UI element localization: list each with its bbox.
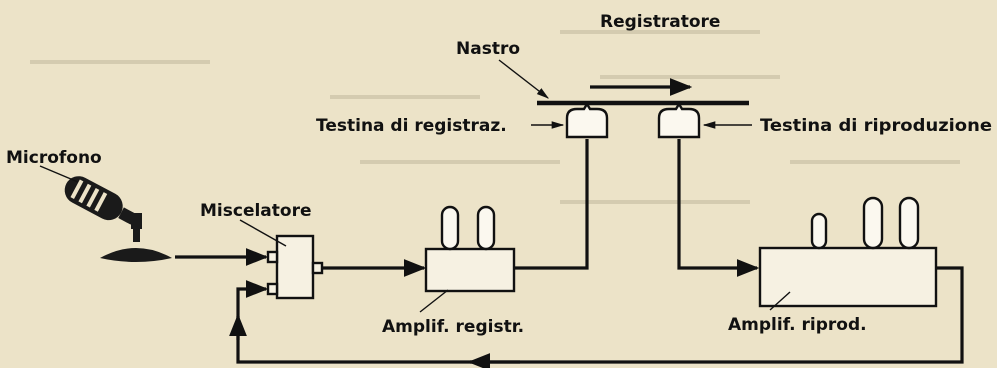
amplif-riprod-leader: [769, 291, 791, 311]
playback-amplifier-box: [758, 246, 938, 308]
playback-amp-tube-3: [898, 196, 920, 250]
label-miscelatore: Miscelatore: [200, 201, 312, 221]
wire-rec-amp-to-head: [514, 139, 589, 270]
label-registratore: Registratore: [600, 12, 720, 32]
mixer-box: [275, 234, 315, 300]
label-testina-registraz: Testina di registraz.: [316, 116, 507, 136]
label-testina-riproduzione: Testina di riproduzione: [760, 116, 992, 136]
playback-head: [657, 101, 701, 139]
label-microfono: Microfono: [6, 148, 102, 168]
wire-feedback-loop: [236, 266, 964, 364]
mixer-port-in-1: [266, 250, 279, 264]
playback-amp-tube-1: [810, 212, 828, 250]
label-amplif-riprod: Amplif. riprod.: [728, 315, 867, 335]
record-amp-tube-1: [440, 205, 460, 251]
label-amplif-registr: Amplif. registr.: [382, 317, 524, 337]
playback-amp-tube-2: [862, 196, 884, 250]
mixer-port-out: [311, 261, 324, 275]
microfono-leader: [39, 165, 79, 183]
amplif-registr-leader: [419, 289, 449, 313]
nastro-leader: [498, 59, 549, 99]
record-head: [565, 101, 609, 139]
microphone-icon: [64, 176, 172, 262]
background-text-texture: [30, 30, 960, 204]
wire-playback-head-to-amp: [677, 139, 760, 277]
record-amplifier-box: [424, 247, 516, 293]
miscelatore-leader: [239, 219, 287, 247]
label-nastro: Nastro: [456, 39, 520, 59]
mixer-port-in-2: [266, 282, 279, 296]
record-amp-tube-2: [476, 205, 496, 251]
